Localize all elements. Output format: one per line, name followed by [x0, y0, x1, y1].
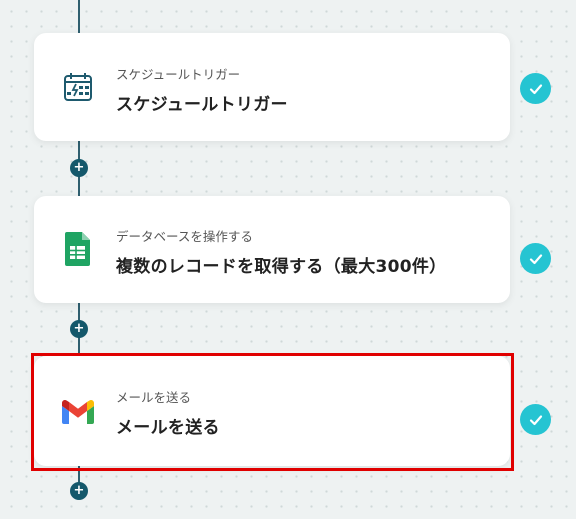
- google-sheets-icon: [60, 231, 96, 267]
- highlight-frame: [31, 353, 514, 471]
- step-subtitle: スケジュールトリガー: [116, 67, 241, 82]
- step-subtitle: データベースを操作する: [116, 229, 253, 244]
- add-step-button[interactable]: +: [70, 159, 88, 177]
- connector-line: [78, 0, 80, 34]
- step-title: スケジュールトリガー: [116, 95, 288, 115]
- completed-check-icon: [520, 404, 551, 435]
- calendar-icon: [60, 69, 96, 105]
- step-subtitle: メールを送る: [116, 390, 192, 405]
- step-card-database[interactable]: データベースを操作する 複数のレコードを取得する（最大300件）: [34, 196, 510, 303]
- gmail-icon: [60, 394, 96, 430]
- add-step-button[interactable]: +: [70, 320, 88, 338]
- step-card-send-mail[interactable]: メールを送る メールを送る: [34, 356, 510, 466]
- connector-line: [78, 466, 80, 492]
- completed-check-icon: [520, 243, 551, 274]
- step-card-schedule-trigger[interactable]: スケジュールトリガー スケジュールトリガー: [34, 33, 510, 141]
- completed-check-icon: [520, 73, 551, 104]
- step-title: メールを送る: [116, 418, 220, 438]
- step-title: 複数のレコードを取得する（最大300件）: [116, 257, 447, 277]
- add-step-button[interactable]: +: [70, 482, 88, 500]
